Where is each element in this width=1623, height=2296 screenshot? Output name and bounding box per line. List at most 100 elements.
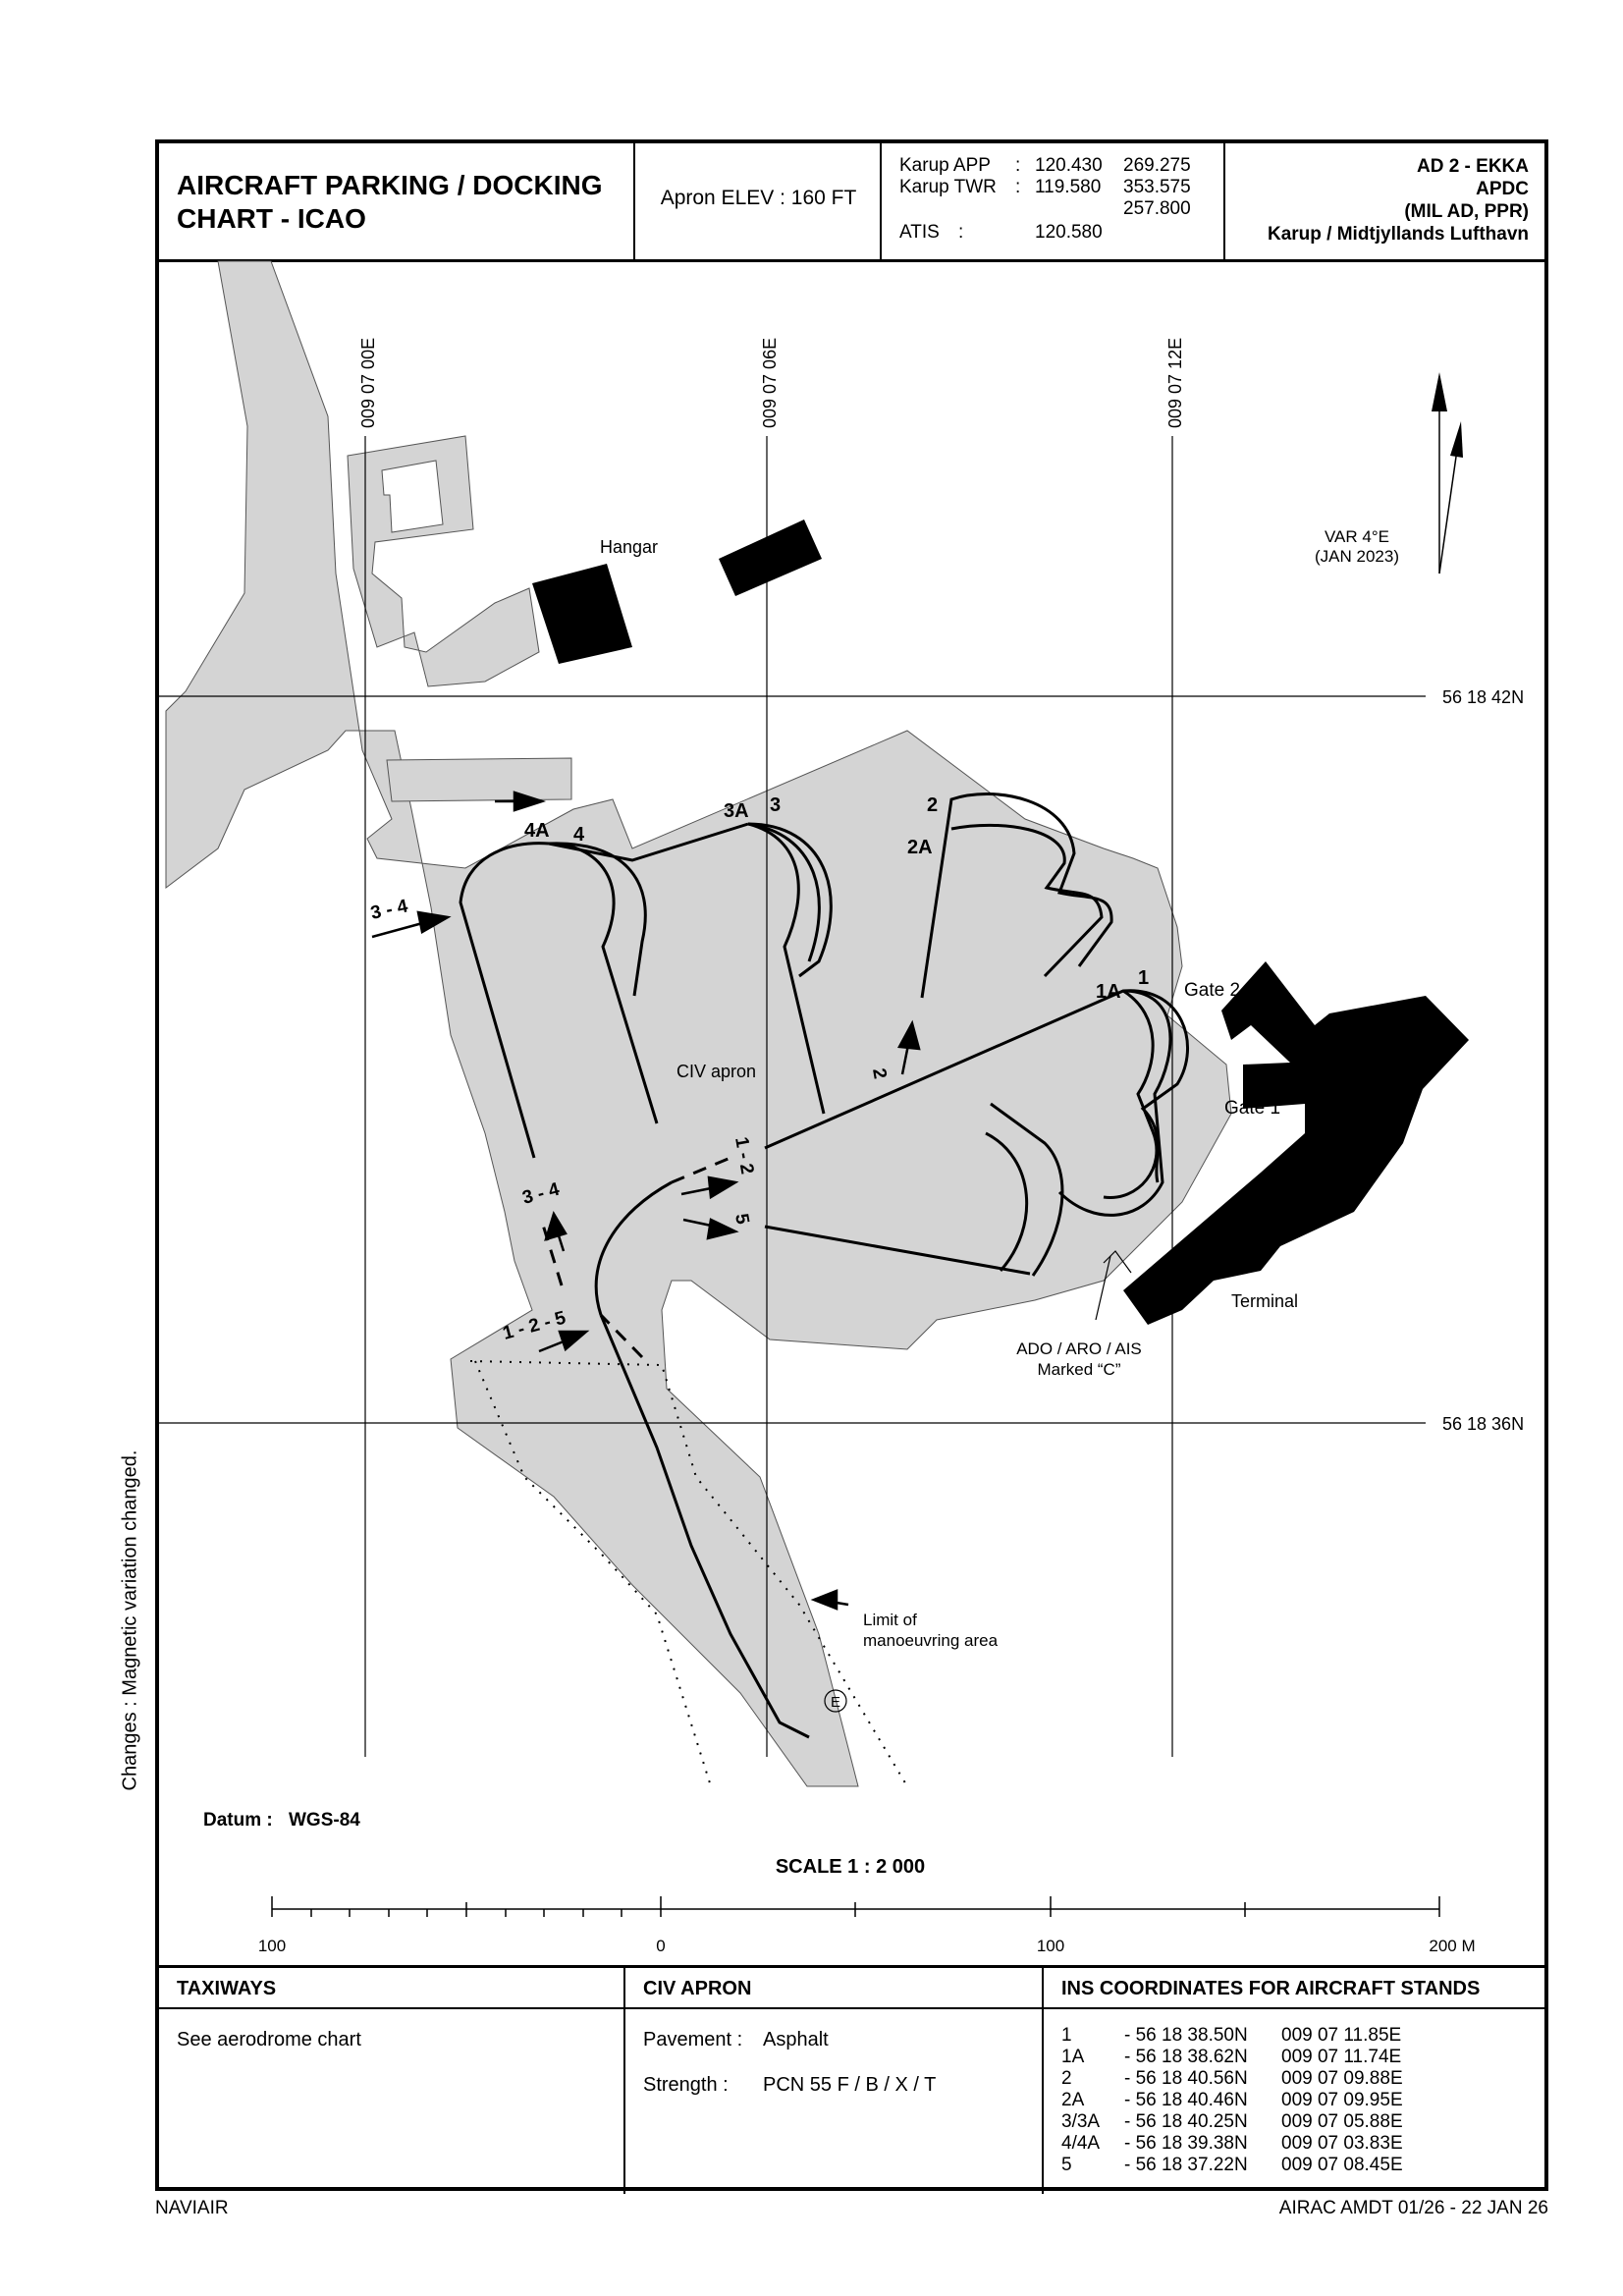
stand-2-line: [920, 793, 1113, 999]
taxi-arrows: [371, 791, 1132, 1611]
leader-ado: [1095, 1255, 1111, 1321]
grid-labels: 009 07 00E 009 07 06E 009 07 12E 56 18 4…: [358, 338, 1524, 1434]
stand-label-1a: 1A: [1096, 981, 1121, 1003]
footer-amendment: AIRAC AMDT 01/26 - 22 JAN 26: [1278, 2198, 1548, 2218]
scale-tick-3: 100: [1037, 1937, 1064, 1955]
chart-title: AIRCRAFT PARKING / DOCKING CHART - ICAO: [177, 169, 628, 236]
scale-tick-2: 0: [656, 1937, 665, 1955]
info-tables: TAXIWAYS See aerodrome chart CIV APRON P…: [159, 1965, 1544, 2194]
title-cell: AIRCRAFT PARKING / DOCKING CHART - ICAO: [159, 143, 635, 259]
title-line-1: AIRCRAFT PARKING / DOCKING: [177, 170, 603, 200]
chart-header: AIRCRAFT PARKING / DOCKING CHART - ICAO …: [159, 143, 1544, 262]
stand-4a-line: [459, 842, 550, 1159]
changes-note: Changes : Magnetic variation changed.: [119, 1449, 141, 1791]
gate1-label: Gate 1: [1224, 1098, 1280, 1119]
dashed-guidance: [540, 1156, 731, 1359]
manoeuvring-limit: [469, 1360, 908, 1787]
apron-stub: [386, 757, 572, 802]
stand-3a-line: [747, 822, 826, 1115]
taxiways-text: See aerodrome chart: [177, 2029, 361, 2050]
scale-tick-4: 200 M: [1429, 1937, 1475, 1955]
civ-apron-table: CIV APRON Pavement : Asphalt Strength : …: [625, 1968, 1044, 2194]
variation-line-2: (JAN 2023): [1315, 547, 1399, 566]
e-mark-label: E: [831, 1694, 840, 1711]
stand-4-curve: [548, 842, 647, 997]
north-arrow-icon: [1432, 372, 1463, 574]
terminal-building: [1123, 961, 1469, 1325]
stand-label-4a: 4A: [524, 820, 550, 842]
stand-5-curve-1: [990, 1102, 1064, 1277]
gate2-label: Gate 2: [1184, 980, 1240, 1001]
chart-frame: AIRCRAFT PARKING / DOCKING CHART - ICAO …: [155, 139, 1548, 2194]
scale-bar: [271, 1896, 1440, 1917]
taxiways-header: TAXIWAYS: [159, 1968, 623, 2009]
variation-line-1: VAR 4°E: [1325, 527, 1389, 546]
freq-row-extra: 257.800: [1123, 198, 1191, 219]
apron-map: 009 07 00E 009 07 06E 009 07 12E 56 18 4…: [159, 260, 1524, 1955]
title-line-2: CHART - ICAO: [177, 203, 366, 234]
route-label-2: 2: [868, 1066, 891, 1080]
ins-header: INS COORDINATES FOR AIRCRAFT STANDS: [1044, 1968, 1544, 2009]
aerodrome-cell: AD 2 - EKKA APDC (MIL AD, PPR) Karup / M…: [1225, 143, 1544, 259]
taxi-centerline: [599, 1314, 810, 1739]
freq-row-twr: Karup TWR: [899, 177, 997, 197]
pavement: [165, 260, 1232, 1787]
stand-3-curve-2: [747, 822, 833, 978]
small-building: [719, 519, 822, 596]
hangar-taxi-area: [347, 435, 540, 687]
stand-4-3-link: [548, 822, 749, 862]
stand-1-curve-outer: [1057, 989, 1172, 1217]
terminal-label: Terminal: [1231, 1291, 1298, 1311]
pavement-value: Asphalt: [763, 2029, 829, 2050]
stand-1a-curve: [1103, 989, 1159, 1199]
grid-lines: [159, 436, 1426, 1757]
civ-apron-header: CIV APRON: [625, 1968, 1042, 2009]
freq-row-atis: ATIS: [899, 222, 940, 243]
stand-label-2: 2: [927, 794, 938, 816]
ad-code: AD 2 - EKKA: [1416, 156, 1529, 177]
stand-4a-curve: [548, 842, 659, 1124]
taxiways-table: TAXIWAYS See aerodrome chart: [159, 1968, 625, 2194]
ado-label-1: ADO / ARO / AIS: [1016, 1339, 1142, 1358]
stand-label-2a: 2A: [907, 837, 933, 858]
ad-type: APDC: [1476, 179, 1529, 199]
pavement-label: Pavement :: [643, 2029, 743, 2050]
scale-title: SCALE 1 : 2 000: [776, 1856, 925, 1878]
stand-label-1: 1: [1138, 967, 1149, 989]
lon-label-1: 009 07 00E: [358, 338, 378, 428]
datum-value: WGS-84: [289, 1810, 360, 1831]
stand-label-3: 3: [770, 794, 781, 816]
strength-value: PCN 55 F / B / X / T: [763, 2074, 937, 2096]
footer-publisher: NAVIAIR: [155, 2198, 229, 2218]
scale-tick-labels: 100 0 100 200 M: [258, 1937, 1476, 1955]
stand-5-curve-2: [985, 1131, 1029, 1272]
taxi-curve: [594, 1180, 673, 1316]
ins-table: INS COORDINATES FOR AIRCRAFT STANDS 1- 5…: [1044, 1968, 1544, 2194]
datum-label: Datum :: [203, 1810, 273, 1831]
stand-labels: 4A 4 3A 3 2 2A 1A 1: [524, 794, 1149, 1003]
stand-label-3a: 3A: [724, 800, 749, 822]
hangar-building: [532, 564, 632, 664]
stand-lines: [459, 793, 1190, 1739]
lat-label-2: 56 18 36N: [1442, 1414, 1524, 1434]
stand-3-curve-1: [747, 822, 821, 962]
stand-label-4: 4: [573, 824, 585, 846]
lon-label-2: 009 07 06E: [760, 338, 780, 428]
frequency-cell: Karup APP : 120.430 269.275 Karup TWR : …: [882, 143, 1225, 259]
ad-status: (MIL AD, PPR): [1404, 201, 1529, 222]
apron-surface: [165, 260, 1232, 1787]
e-mark-icon: [824, 1689, 847, 1713]
ado-label-2: Marked “C”: [1037, 1360, 1120, 1379]
route-label-3-4-a: 3 - 4: [369, 896, 410, 924]
ad-name: Karup / Midtjyllands Lufthavn: [1267, 224, 1529, 245]
route-label-5: 5: [730, 1212, 753, 1226]
map-labels: Hangar CIV apron Gate 2 Gate 1 Terminal …: [600, 537, 1298, 1713]
freq-row-app: Karup APP: [899, 155, 991, 176]
